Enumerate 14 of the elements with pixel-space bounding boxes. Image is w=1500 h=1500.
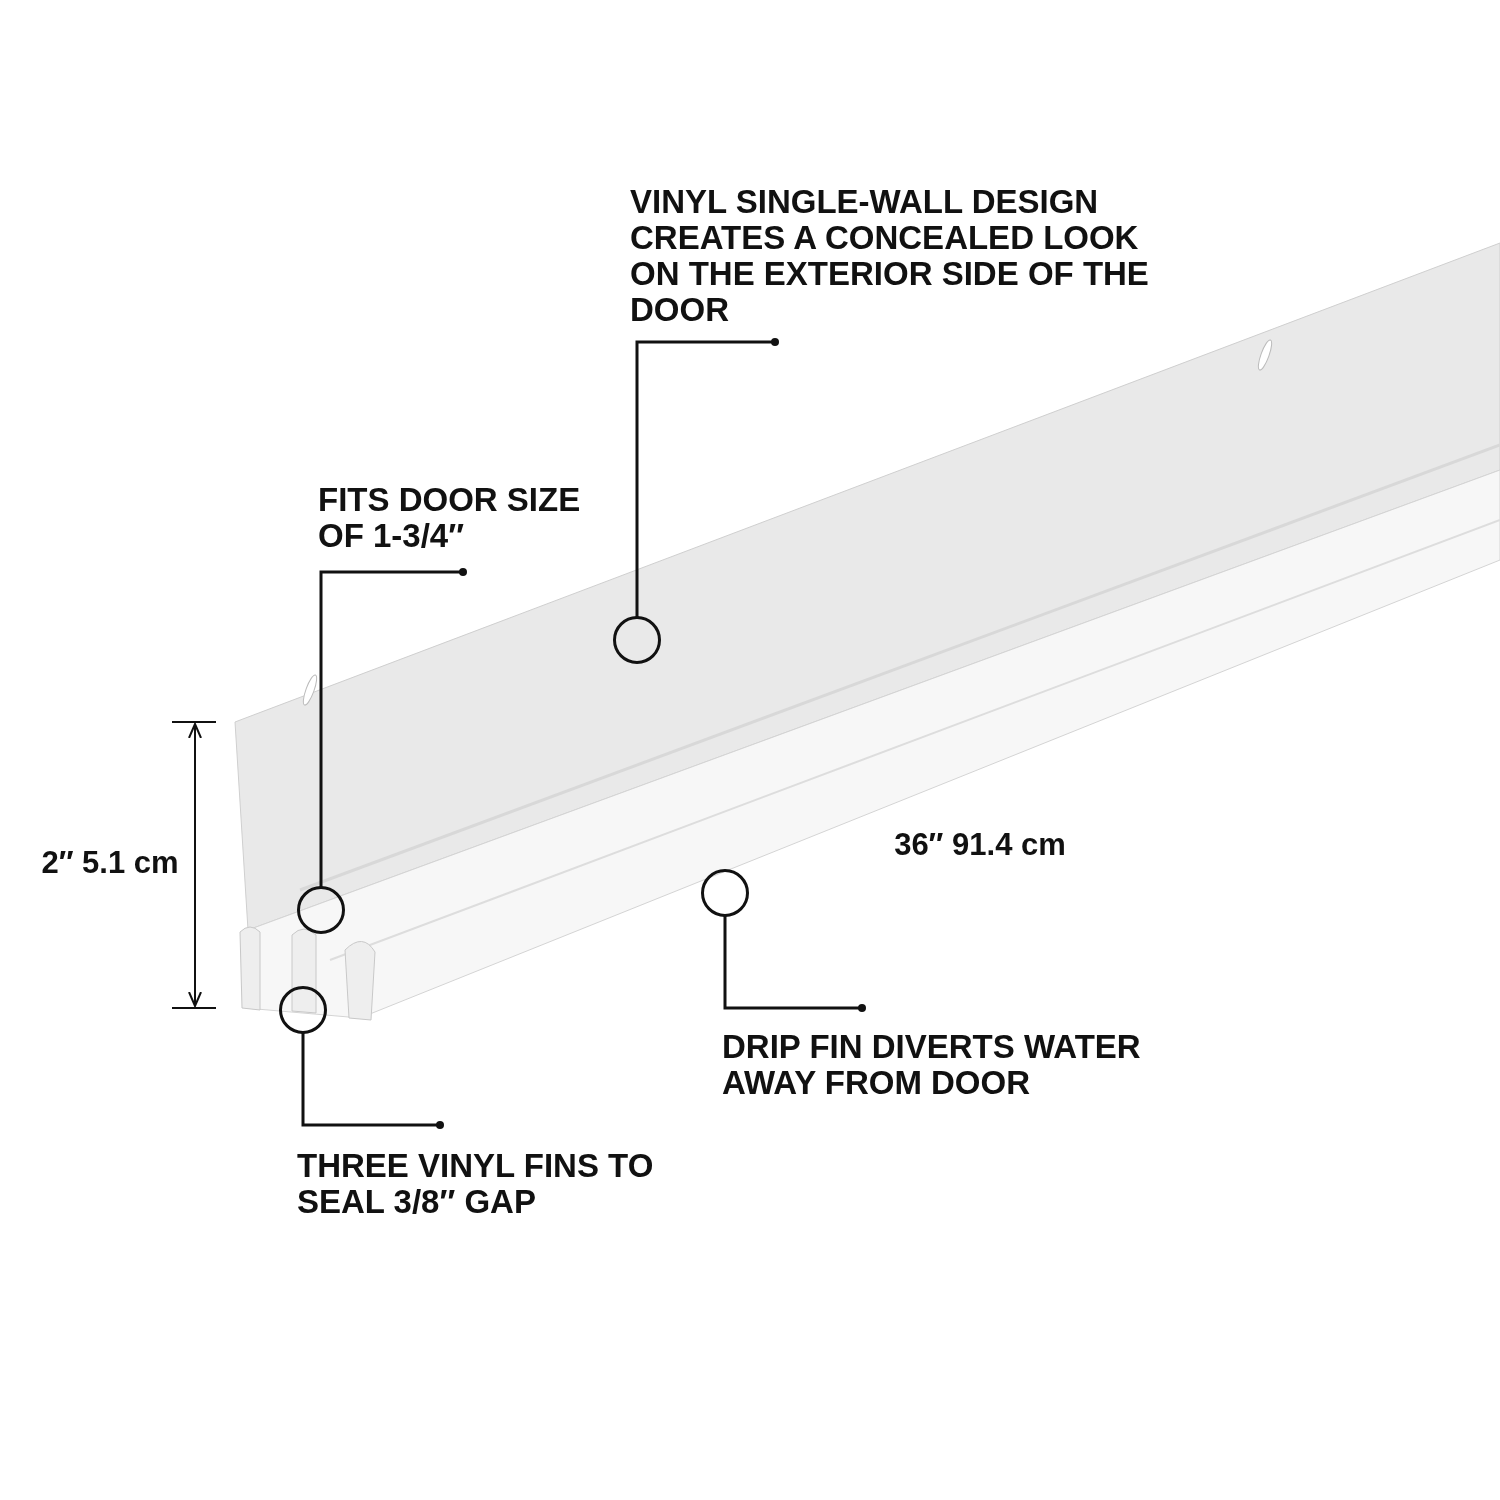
callout-circle (701, 869, 749, 917)
leader-line (635, 338, 779, 617)
callout-circle (297, 886, 345, 934)
callout-text: THREE VINYL FINS TO SEAL 3/8″ GAP (297, 1148, 655, 1220)
dimension-label: 2″ 5.1 cm (40, 845, 180, 881)
callout-text: FITS DOOR SIZE OF 1-3/4″ (318, 482, 582, 554)
callout-circle (279, 986, 327, 1034)
leader-line (319, 568, 467, 887)
leader-line (723, 916, 866, 1012)
dimension-label: 36″ 91.4 cm (893, 827, 1067, 863)
callout-text: DRIP FIN DIVERTS WATER AWAY FROM DOOR (722, 1029, 1142, 1101)
callout-circle (613, 616, 661, 664)
callout-text: VINYL SINGLE-WALL DESIGN CREATES A CONCEALED LOOK ON THE EXTERIOR SIDE OF THE DOOR (630, 184, 1150, 328)
leader-line (301, 1033, 444, 1129)
